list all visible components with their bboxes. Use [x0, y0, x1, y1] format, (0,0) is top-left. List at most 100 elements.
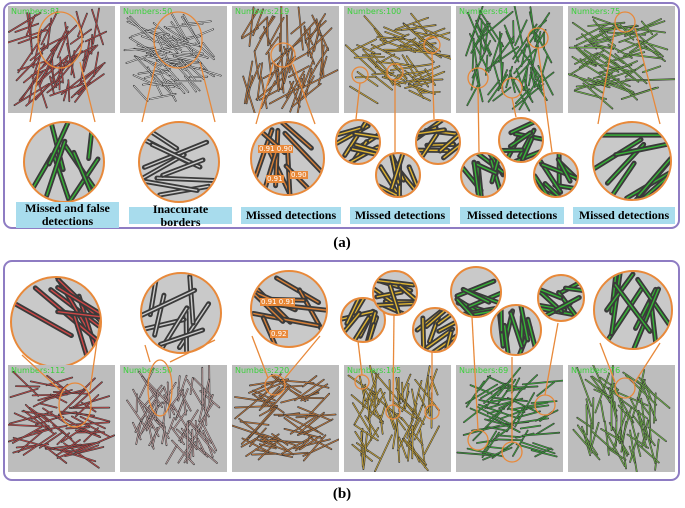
detection-outline: [48, 123, 69, 165]
detection-outline: [535, 448, 552, 457]
detection-outline: [544, 183, 560, 196]
detection-outline: [638, 158, 670, 197]
detection-outline: [337, 127, 361, 136]
detection-outline: [356, 44, 375, 54]
detection-outline: [141, 376, 163, 408]
zoom-circle-b8: [490, 304, 542, 356]
detection-outline: [574, 53, 597, 65]
detection-outline: [609, 162, 635, 199]
detection-outline: [576, 22, 610, 40]
detection-outline: [466, 85, 478, 106]
confidence-label: 0.91 0.91: [260, 298, 296, 306]
detection-image-a4: Numbers:100: [344, 6, 451, 113]
detection-outline: [181, 428, 197, 450]
detection-outline: [645, 427, 656, 464]
detection-outline: [259, 443, 276, 449]
detection-outline: [202, 42, 215, 57]
detection-outline: [363, 432, 368, 470]
detection-outline: [286, 149, 291, 194]
detection-outline: [153, 295, 165, 336]
detection-outline: [631, 421, 641, 457]
detection-outline: [363, 387, 384, 424]
detection-outline: [569, 56, 600, 76]
caption-missed-detections: Missed detections: [573, 207, 675, 224]
detection-outline: [163, 423, 167, 446]
detection-outline: [297, 406, 331, 421]
detection-outline: [12, 301, 72, 337]
detection-outline: [78, 435, 115, 452]
count-label: Numbers:100: [347, 7, 402, 16]
detection-outline: [406, 405, 423, 446]
detection-outline: [8, 424, 49, 428]
detection-outline: [497, 434, 520, 438]
caption-missed-detections: Missed detections: [241, 207, 341, 224]
detection-outline: [149, 93, 176, 100]
detection-outline: [56, 439, 81, 456]
detection-outline: [8, 12, 41, 33]
detection-outline: [426, 328, 453, 349]
detection-outline: [149, 274, 158, 315]
detection-outline: [443, 144, 459, 159]
detection-outline: [42, 408, 72, 427]
detection-outline: [184, 76, 197, 92]
detection-outline: [509, 132, 531, 147]
detection-outline: [364, 415, 379, 437]
zoom-circle-a3: 0.91 0.90 0.91 0.90: [250, 121, 325, 196]
detection-outline: [633, 288, 660, 348]
detection-outline: [433, 335, 456, 351]
detection-outline: [467, 12, 486, 52]
detection-outline: [132, 422, 141, 440]
detection-outline: [391, 154, 404, 190]
detection-outline: [590, 423, 592, 446]
detection-outline: [565, 287, 583, 292]
detection-outline: [57, 444, 89, 459]
detection-outline: [200, 390, 220, 408]
detection-outline: [491, 36, 514, 67]
detection-outline: [175, 64, 200, 91]
detection-outline: [263, 434, 295, 446]
detection-outline: [171, 440, 195, 465]
detection-outline: [573, 429, 600, 460]
detection-outline: [535, 175, 549, 196]
detection-image-a5: Numbers:64: [456, 6, 563, 113]
confidence-label: 0.90: [290, 171, 308, 179]
detection-outline: [577, 417, 593, 429]
count-label: Numbers:81: [11, 7, 61, 16]
detection-outline: [281, 123, 312, 149]
count-label: Numbers:105: [347, 366, 402, 375]
detection-outline: [193, 378, 213, 397]
detection-outline: [475, 23, 492, 55]
detection-outline: [580, 58, 596, 67]
detection-outline: [162, 159, 204, 177]
detection-outline: [367, 398, 372, 440]
detection-image-a6: Numbers:75: [568, 6, 675, 113]
detection-outline: [61, 450, 96, 462]
detection-outline: [252, 390, 275, 401]
zoom-circle-a8: [498, 117, 544, 163]
detection-outline: [244, 61, 253, 104]
detection-outline: [500, 149, 523, 152]
detection-outline: [349, 86, 378, 104]
detection-outline: [13, 445, 36, 453]
zoom-circle-b7: [450, 266, 502, 318]
detection-outline: [352, 402, 372, 434]
panel-b-label: (b): [332, 486, 352, 502]
count-label: Numbers:50: [123, 7, 173, 16]
detection-outline: [614, 283, 651, 332]
detection-outline: [419, 429, 426, 468]
detection-outline: [417, 129, 445, 135]
detection-outline: [479, 20, 483, 60]
detection-outline: [249, 407, 276, 438]
detection-outline: [35, 417, 57, 426]
confidence-label: 0.92: [270, 330, 288, 338]
detection-outline: [234, 396, 276, 404]
detection-outline: [280, 6, 282, 42]
detection-outline: [636, 380, 670, 409]
detection-outline: [594, 389, 612, 398]
detection-outline: [308, 436, 332, 450]
detection-outline: [283, 414, 318, 432]
detection-outline: [406, 56, 429, 87]
detection-outline: [473, 162, 480, 196]
detection-outline: [488, 398, 512, 403]
detection-outline: [351, 148, 379, 156]
